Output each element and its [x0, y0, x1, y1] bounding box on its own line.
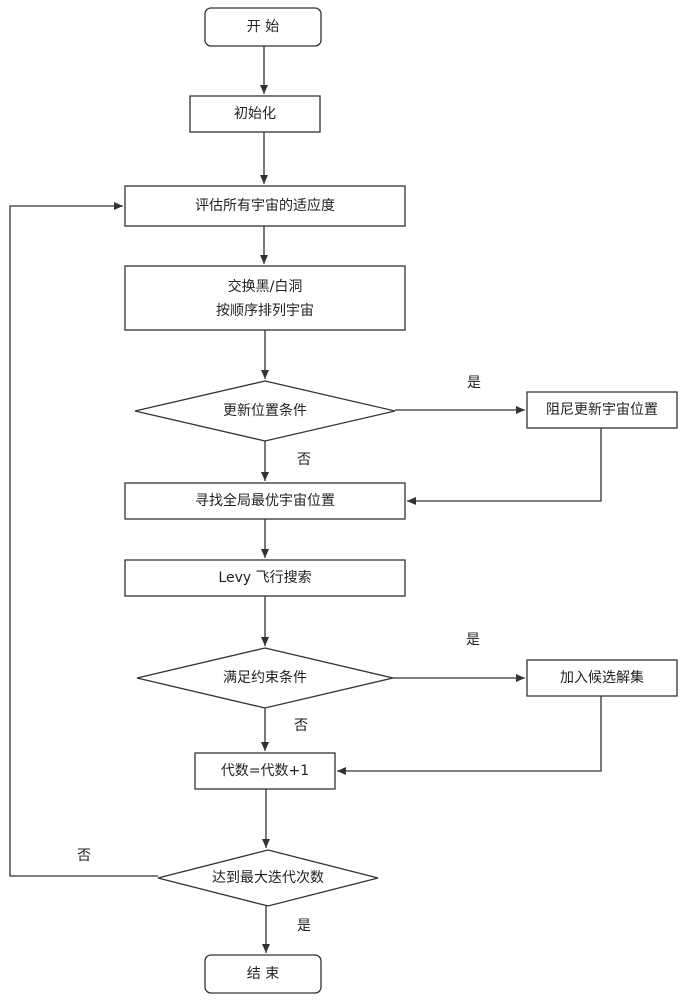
update-yes-label: 是 — [467, 375, 481, 391]
max-iteration-diamond — [157, 849, 379, 907]
constraint-label: 满足约束条件 — [223, 669, 307, 686]
generation-node — [194, 752, 336, 790]
init-node — [189, 95, 321, 133]
end-label: 结 束 — [247, 966, 279, 982]
swap-label-line1: 交换黑/白洞 — [228, 278, 303, 295]
start-label: 开 始 — [247, 19, 279, 35]
max-no-label: 否 — [77, 848, 91, 864]
edge-candidate-return — [337, 696, 602, 775]
init-label: 初始化 — [234, 105, 276, 122]
max-iteration-label: 达到最大迭代次数 — [212, 870, 324, 886]
constraint-no-label: 否 — [294, 718, 308, 734]
add-candidate-node — [526, 659, 678, 697]
update-condition-label: 更新位置条件 — [223, 402, 307, 419]
swap-node — [124, 265, 406, 331]
generation-label: 代数=代数+1 — [221, 763, 309, 779]
damped-update-node — [526, 391, 678, 429]
max-yes-label: 是 — [297, 918, 311, 934]
update-no-label: 否 — [297, 452, 311, 468]
evaluate-node — [124, 185, 406, 227]
constraint-yes-label: 是 — [466, 632, 480, 648]
edge-damped-return — [407, 428, 602, 505]
swap-label-line2: 按顺序排列宇宙 — [216, 303, 314, 319]
damped-update-label: 阻尼更新宇宙位置 — [546, 402, 658, 418]
levy-label: Levy 飞行搜索 — [218, 569, 311, 586]
start-node — [204, 7, 322, 47]
evaluate-label: 评估所有宇宙的适应度 — [195, 197, 335, 214]
find-best-label: 寻找全局最优宇宙位置 — [195, 492, 335, 509]
end-node — [204, 954, 322, 994]
edge-max-no-loop — [9, 202, 158, 877]
add-candidate-label: 加入候选解集 — [560, 669, 644, 686]
